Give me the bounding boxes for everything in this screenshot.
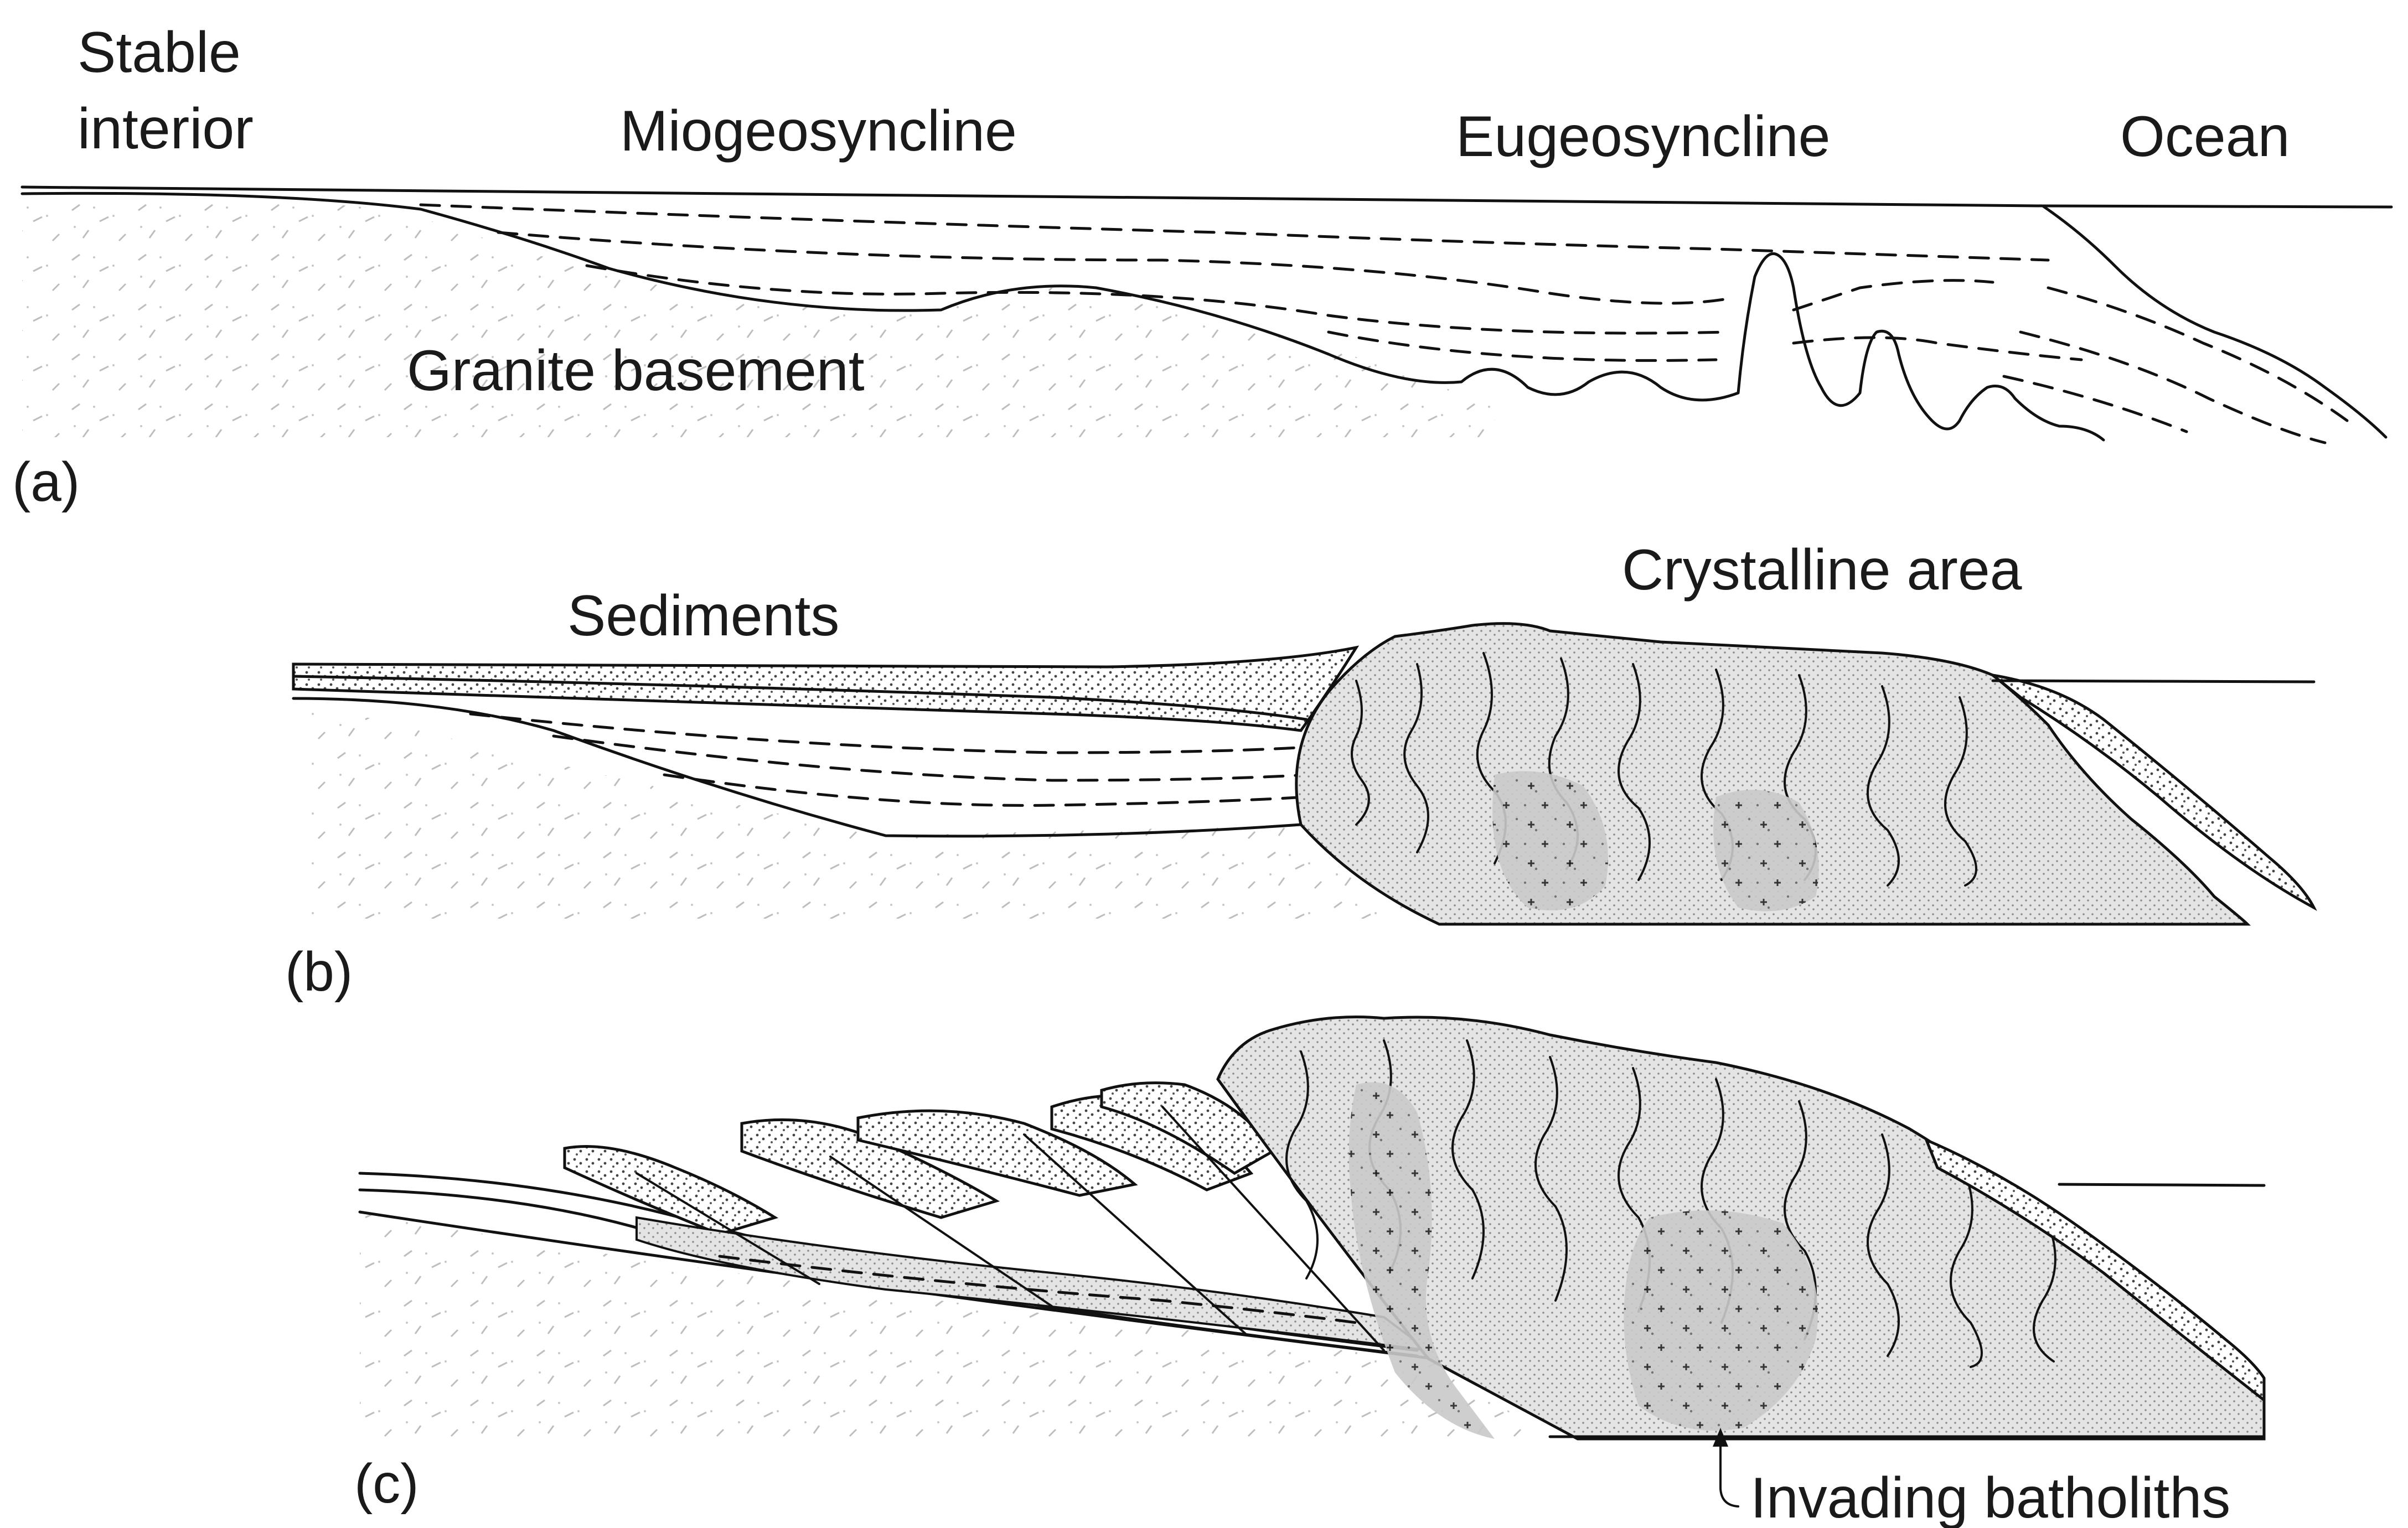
stratum-a1: [421, 205, 2048, 260]
panel-a: Stable interior Miogeosyncline Eugeosync…: [12, 20, 2391, 513]
stratum-a4: [1329, 332, 1716, 360]
granite-basement-label: Granite basement: [407, 339, 865, 403]
slope-stratum-a3: [2004, 376, 2187, 432]
basement-area-b: [310, 703, 1439, 919]
stratum-b2: [554, 736, 1306, 780]
sea-level-line-b: [1993, 681, 2314, 682]
ocean-label: Ocean: [2120, 105, 2290, 169]
eugeosyncline-label: Eugeosyncline: [1456, 105, 1830, 169]
panel-a-label: (a): [12, 451, 80, 513]
continental-slope-a: [2043, 206, 2386, 437]
panel-b: Sediments Crystalline area (b): [285, 538, 2314, 1003]
panel-b-label: (b): [285, 941, 353, 1003]
thrust-slice-1: [565, 1147, 775, 1234]
crystalline-area-label: Crystalline area: [1622, 538, 2022, 602]
invading-batholiths-label: Invading batholiths: [1750, 1466, 2230, 1528]
stable-interior-label-line1: Stable: [77, 20, 241, 85]
stable-interior-label-line2: interior: [77, 97, 254, 161]
stratum-a5: [1794, 281, 1993, 310]
slope-stratum-a1: [2048, 288, 2347, 421]
panel-c: Invading batholiths (c): [354, 1017, 2264, 1528]
miogeosyncline-label: Miogeosyncline: [620, 99, 1017, 163]
sediments-label: Sediments: [567, 584, 839, 648]
sea-level-line-c: [2059, 1184, 2264, 1185]
batholith-pointer: [1720, 1442, 1738, 1506]
stratum-a6: [1794, 338, 2081, 360]
panel-c-label: (c): [354, 1453, 419, 1515]
